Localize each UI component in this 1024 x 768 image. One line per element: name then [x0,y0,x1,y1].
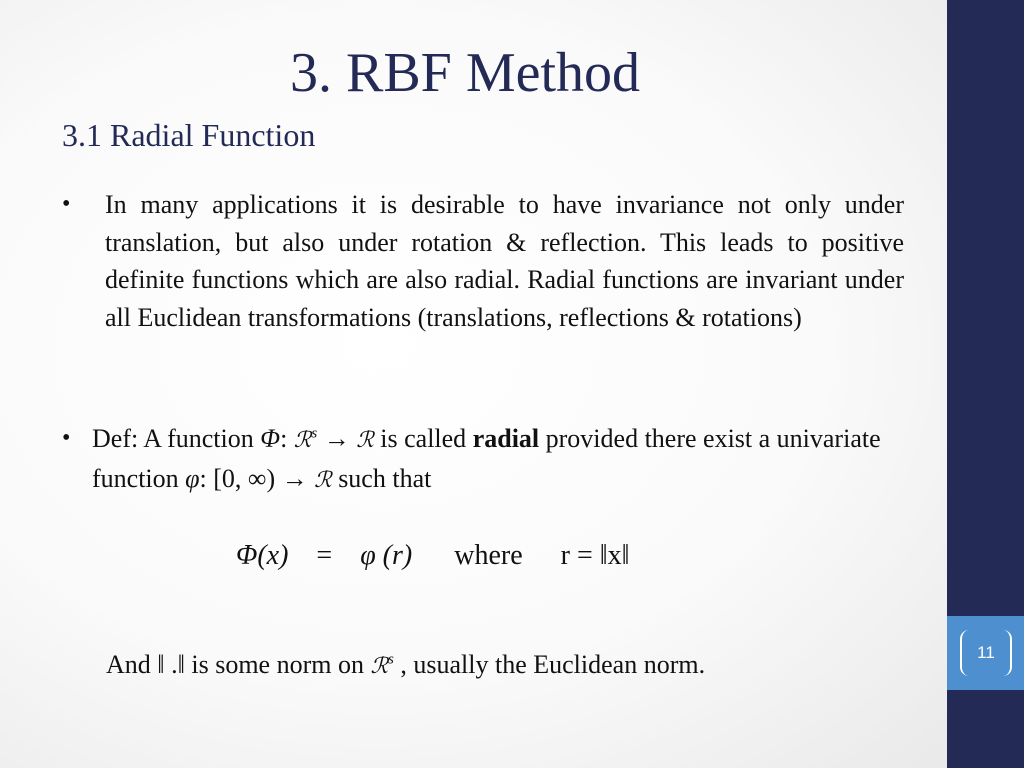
definition-middle: is called [373,424,473,453]
radial-term: radial [472,424,540,453]
slide-title: 3. RBF Method [289,42,641,104]
arrow-two: → [275,463,315,493]
definition-suffix: such that [331,463,432,493]
definition-after-term: provided there exist a univariate functi… [92,424,881,493]
definition-text: Def: A function Φ: ℛs → ℛ is called radi… [92,420,904,499]
radial-equation: Φ(x) = φ (r) where r = ‖x‖ [236,536,629,576]
page-number: 11 [960,630,1012,676]
codomain-space-two: ℛ [314,467,332,493]
definition-prefix: Def: A function [92,424,261,453]
domain-space: ℛ [293,428,312,453]
codomain-space: ℛ [356,428,374,453]
bullet-dot-icon: • [62,191,71,217]
interval: : [0, ∞) [199,463,276,493]
bullet-invariance: • In many applications it is desirable t… [62,186,904,336]
equation-lhs: Φ(x) [236,540,289,571]
equation-where: where [454,540,523,571]
equation-equals: = [316,540,333,571]
phi-lower-symbol: φ [185,463,200,493]
note-after: , usually the Euclidean norm. [393,650,706,679]
note-space: ℛ [370,654,389,679]
definition-colon: : [280,424,294,453]
slide-subtitle: 3.1 Radial Function [62,117,316,153]
note-before: And ‖ .‖ is some norm on [106,650,371,679]
slide-background [0,0,947,768]
bullet-invariance-text: In many applications it is desirable to … [105,190,904,332]
arrow-one: → [317,424,357,453]
equation-r-definition: r = ‖x‖ [560,540,630,571]
phi-upper-symbol: Φ [260,424,281,453]
bullet-dot-icon: • [62,425,71,451]
equation-rhs: φ (r) [360,540,413,571]
note-exponent: s [388,651,394,668]
domain-exponent: s [311,425,318,442]
bullet-definition: • Def: A function Φ: ℛs → ℛ is called ra… [62,420,904,499]
norm-note: And ‖ .‖ is some norm on ℛs , usually th… [106,646,705,685]
